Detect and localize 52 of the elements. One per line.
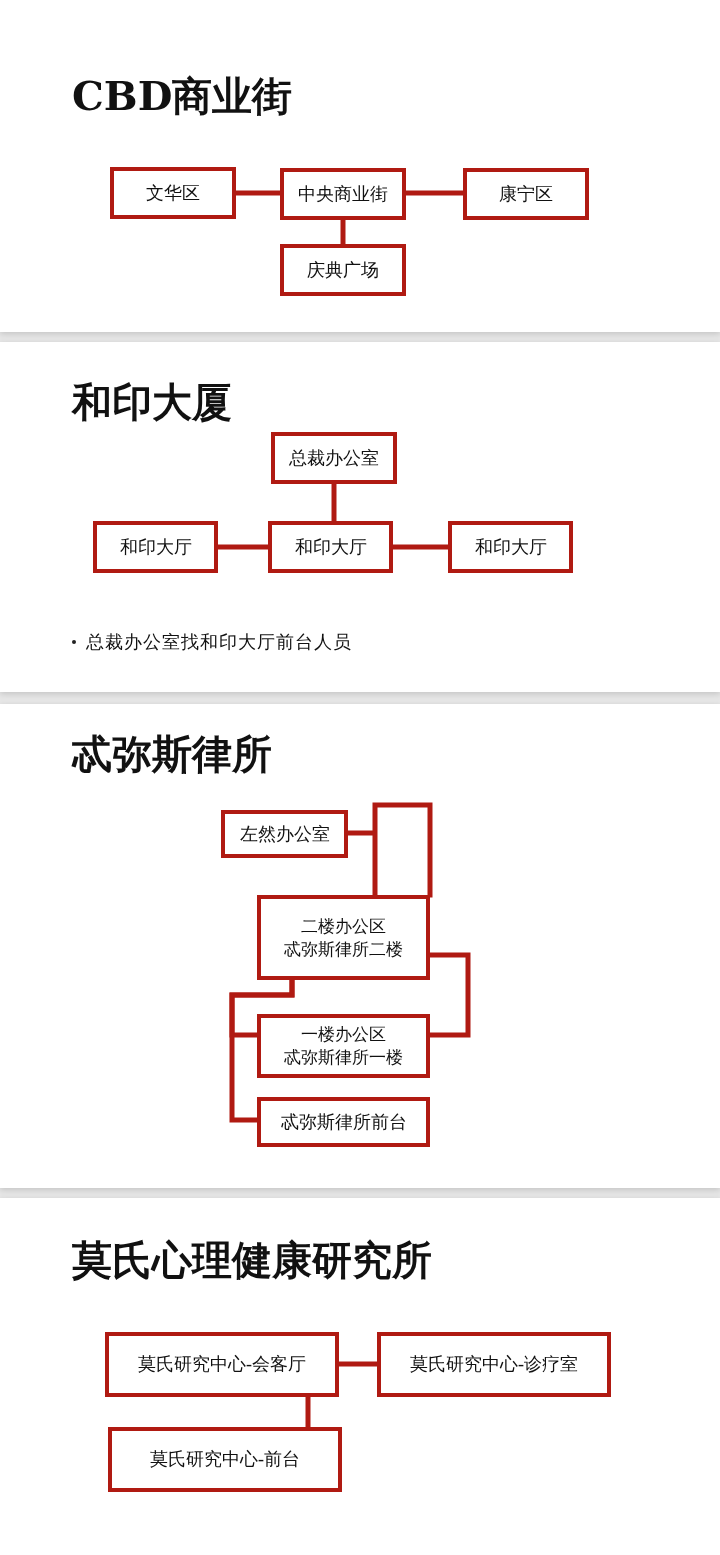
- section-title: 忒弥斯律所: [72, 730, 272, 778]
- section-title: CBD商业街: [72, 72, 293, 120]
- connector-line: [345, 802, 433, 898]
- box-label: 一楼办公区: [301, 1023, 386, 1046]
- connector-line: [340, 217, 346, 247]
- connector-line: [427, 952, 471, 1038]
- note-text: 总裁办公室找和印大厅前台人员: [86, 630, 352, 654]
- box-label: 忒弥斯律所前台: [280, 1109, 407, 1134]
- box-label: 和印大厅: [119, 534, 192, 559]
- connector-line: [233, 190, 283, 196]
- box-label: 总裁办公室: [289, 445, 379, 470]
- location-box: [377, 1332, 611, 1397]
- connector-line: [215, 544, 271, 550]
- box-label: 和印大厅: [294, 534, 367, 559]
- location-box: [257, 1097, 430, 1147]
- location-box: [257, 1014, 430, 1078]
- connector-line: [229, 977, 295, 1123]
- section-title: 莫氏心理健康研究所: [72, 1236, 432, 1284]
- box-label: 文华区: [146, 180, 200, 205]
- location-box: [110, 167, 236, 219]
- location-box: [280, 244, 406, 296]
- location-box: [93, 521, 218, 573]
- connector-line: [336, 1361, 380, 1367]
- connector-line: [305, 1394, 311, 1430]
- section-panel: [0, 704, 720, 1188]
- box-label: 康宁区: [499, 181, 553, 206]
- section-title: 和印大厦: [72, 378, 232, 426]
- location-box: [105, 1332, 339, 1397]
- box-label: 莫氏研究中心-诊疗室: [409, 1352, 579, 1377]
- box-label: 忒弥斯律所一楼: [284, 1046, 403, 1069]
- section-panel: [0, 1198, 720, 1555]
- location-box: [280, 168, 406, 220]
- location-box: [268, 521, 393, 573]
- location-box: [108, 1427, 342, 1492]
- location-box: [257, 895, 430, 980]
- location-box: [448, 521, 573, 573]
- box-label: 莫氏研究中心-会客厅: [137, 1352, 307, 1377]
- connector-line: [403, 190, 466, 196]
- box-label: 和印大厅: [474, 534, 547, 559]
- box-label: 二楼办公区: [301, 914, 386, 938]
- box-label: 中央商业街: [298, 181, 388, 206]
- location-box: [463, 168, 589, 220]
- box-label: 庆典广场: [307, 257, 379, 282]
- location-box: [221, 810, 348, 858]
- connector-line: [331, 481, 337, 524]
- section-panel: [0, 342, 720, 692]
- connector-line: [390, 544, 451, 550]
- box-label: 左然办公室: [239, 821, 330, 846]
- box-label: 莫氏研究中心-前台: [149, 1447, 301, 1472]
- location-box: [271, 432, 397, 484]
- section-panel: [0, 0, 720, 332]
- box-label: 忒弥斯律所二楼: [284, 937, 403, 961]
